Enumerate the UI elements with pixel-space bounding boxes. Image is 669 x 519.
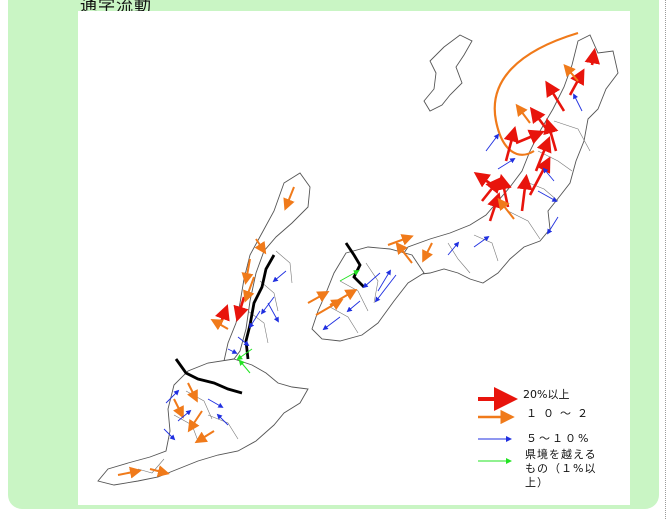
toyama-region [311,246,425,342]
flow-arrows-green [236,270,360,374]
legend-label-20-plus: 20%以上 [523,388,570,401]
right-dotted-divider [665,0,668,519]
fukui-region [97,358,309,486]
map-canvas [97,31,619,486]
legend-label-5-10: ５～１０% [526,432,591,445]
flow-arrows-orange [117,63,579,479]
flow-arrows-blue [163,93,583,441]
commuting-flow-map: 20%以上 １０～２０% ５～１０% 県境を越えるもの（１%以上） [78,11,630,505]
border-ishikawa-fukui [174,358,243,395]
flow-long-distance [493,31,579,156]
legend-label-10-20: １０～２０% [526,407,596,419]
sado-island [423,34,473,112]
legend-label-cross-border: 県境を越えるもの（１%以上） [525,448,597,489]
content-panel: 通学流動 [8,0,659,509]
legend-symbols [478,387,518,464]
border-niigata-toyama [344,242,365,288]
